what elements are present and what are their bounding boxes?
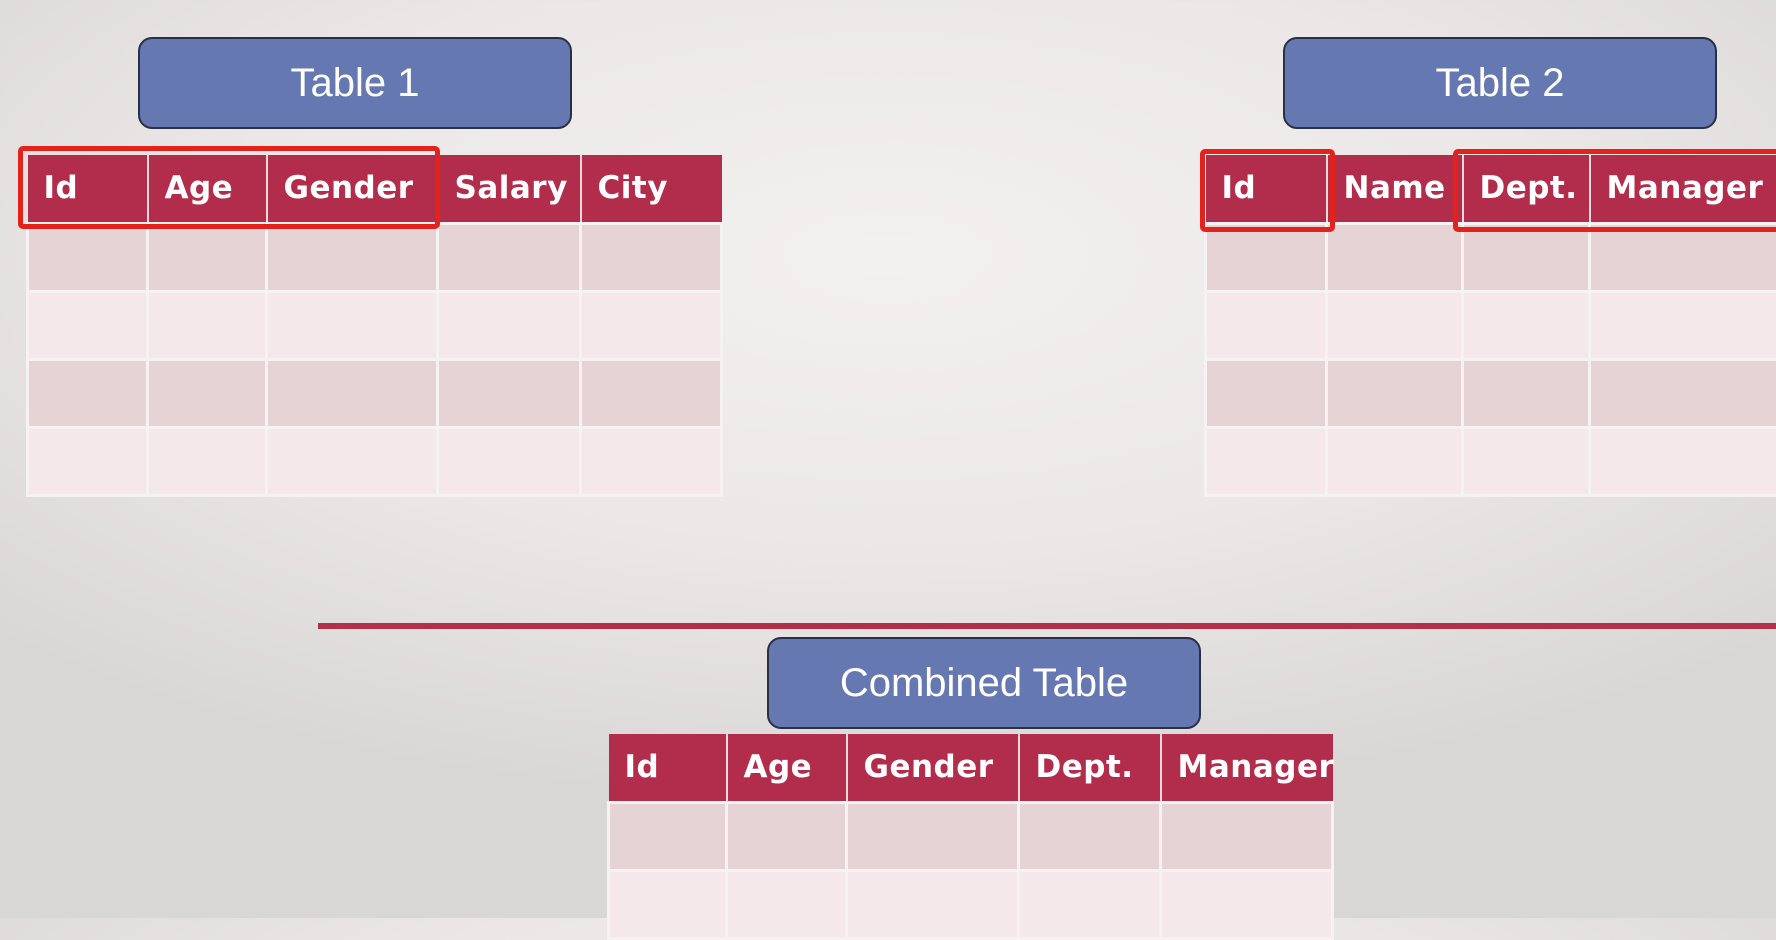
table-1-header-id: Id	[28, 155, 148, 223]
combined-header-age: Age	[727, 734, 847, 802]
table-cell	[267, 359, 438, 427]
table-2-header-manager: Manager	[1590, 155, 1776, 223]
table-cell	[1327, 359, 1463, 427]
table-cell	[1206, 359, 1327, 427]
table-2-title: Table 2	[1283, 37, 1717, 129]
table-cell	[1463, 291, 1590, 359]
table-1-title: Table 1	[138, 37, 572, 129]
table-cell	[438, 427, 581, 495]
table-cell	[1590, 359, 1776, 427]
table-cell	[1463, 427, 1590, 495]
table-cell	[438, 291, 581, 359]
combined-table-title: Combined Table	[767, 637, 1201, 729]
table-cell	[267, 291, 438, 359]
table-2-header-id: Id	[1206, 155, 1327, 223]
table-1-header-city: City	[581, 155, 722, 223]
table-cell	[727, 870, 847, 938]
table-cell	[1463, 223, 1590, 291]
table-1: Id Age Gender Salary City	[26, 155, 723, 497]
table-cell	[609, 802, 727, 870]
combined-header-id: Id	[609, 734, 727, 802]
table-row	[28, 359, 722, 427]
table-cell	[148, 223, 267, 291]
table-cell	[1161, 802, 1333, 870]
table-cell	[28, 291, 148, 359]
table-row	[1206, 359, 1776, 427]
table-cell	[581, 291, 722, 359]
combined-header-manager: Manager	[1161, 734, 1333, 802]
table-cell	[581, 223, 722, 291]
table-cell	[581, 427, 722, 495]
table-cell	[1590, 291, 1776, 359]
table-cell	[581, 359, 722, 427]
table-cell	[1019, 870, 1161, 938]
table-1-header-gender: Gender	[267, 155, 438, 223]
table-1-header-salary: Salary	[438, 155, 581, 223]
table-cell	[148, 359, 267, 427]
table-row	[609, 870, 1333, 938]
table-cell	[1327, 223, 1463, 291]
table-cell	[847, 870, 1019, 938]
table-cell	[1206, 291, 1327, 359]
table-cell	[1206, 427, 1327, 495]
table-row	[28, 223, 722, 291]
table-cell	[1327, 427, 1463, 495]
table-2: Id Name Dept. Manager	[1204, 155, 1776, 497]
table-2-header-row: Id Name Dept. Manager	[1206, 155, 1776, 223]
table-row	[1206, 223, 1776, 291]
table-cell	[1327, 291, 1463, 359]
table-cell	[1590, 427, 1776, 495]
table-cell	[1590, 223, 1776, 291]
combined-table: Id Age Gender Dept. Manager	[607, 734, 1334, 940]
table-2-header-name: Name	[1327, 155, 1463, 223]
separator-line	[318, 623, 1776, 629]
combined-header-dept: Dept.	[1019, 734, 1161, 802]
table-2-header-dept: Dept.	[1463, 155, 1590, 223]
table-cell	[609, 870, 727, 938]
table-1-header-age: Age	[148, 155, 267, 223]
table-cell	[267, 427, 438, 495]
table-cell	[28, 359, 148, 427]
table-row	[28, 427, 722, 495]
table-cell	[1463, 359, 1590, 427]
table-cell	[438, 223, 581, 291]
table-row	[1206, 427, 1776, 495]
table-cell	[1161, 870, 1333, 938]
combined-header-gender: Gender	[847, 734, 1019, 802]
table-cell	[727, 802, 847, 870]
table-row	[609, 802, 1333, 870]
table-cell	[148, 427, 267, 495]
table-cell	[28, 427, 148, 495]
table-row	[28, 291, 722, 359]
table-cell	[847, 802, 1019, 870]
combined-header-row: Id Age Gender Dept. Manager	[609, 734, 1333, 802]
table-cell	[1206, 223, 1327, 291]
table-cell	[438, 359, 581, 427]
table-cell	[148, 291, 267, 359]
table-row	[1206, 291, 1776, 359]
table-1-header-row: Id Age Gender Salary City	[28, 155, 722, 223]
table-cell	[28, 223, 148, 291]
table-cell	[1019, 802, 1161, 870]
table-cell	[267, 223, 438, 291]
